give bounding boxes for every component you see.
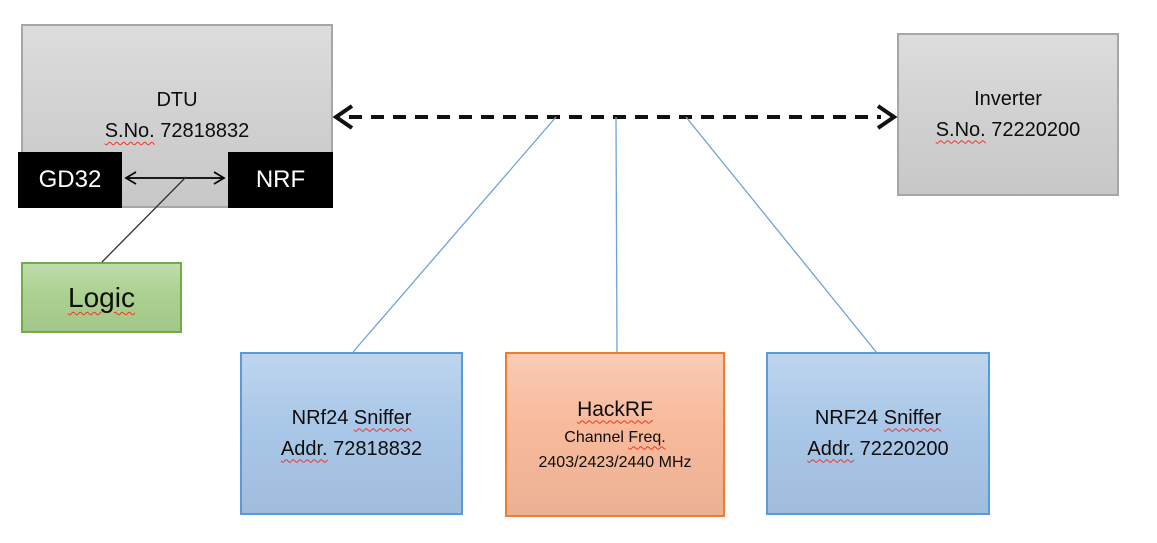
sniffer-left-name-prefix: NRf24 [291, 406, 349, 429]
sniffer-left-connector-line [352, 116, 557, 353]
inverter-serial-line: S.No. 72220200 [936, 115, 1081, 146]
arrowhead-right-icon [876, 104, 898, 130]
inverter-box[interactable]: Inverter S.No. 72220200 [897, 33, 1119, 196]
sniffer-right-name: NRF24 Sniffer [815, 403, 941, 434]
logic-label-text: Logic [68, 282, 135, 313]
gd32-label: GD32 [38, 166, 102, 193]
sniffer-left-addr-label: Addr. [280, 437, 328, 460]
hackrf-title-text: HackRF [577, 397, 653, 421]
inverter-serial-label: S.No. [935, 118, 986, 141]
sniffer-left-name: NRf24 Sniffer [292, 403, 412, 434]
arrowhead-left-icon [332, 104, 354, 130]
sniffer-left-addr: Addr. 72818832 [281, 434, 422, 465]
dtu-serial-number: 72818832 [160, 120, 250, 142]
rf-link-dashed-arrow [332, 104, 898, 130]
dtu-serial-line: S.No. 72818832 [105, 116, 250, 147]
hackrf-title: HackRF [577, 395, 653, 425]
inverter-title: Inverter [974, 87, 1042, 110]
sniffer-right-name-word: Sniffer [883, 406, 942, 429]
dtu-title: DTU [156, 89, 198, 111]
hackrf-frequencies: 2403/2423/2440 MHz [538, 453, 692, 471]
logic-label: Logic [68, 282, 135, 313]
sniffer-right-box[interactable]: NRF24 Sniffer Addr. 72220200 [766, 352, 990, 515]
hackrf-freq-word: Freq. [628, 428, 666, 446]
hackrf-freq-label: Channel Freq. [564, 425, 665, 450]
hackrf-box[interactable]: HackRF Channel Freq. 2403/2423/2440 MHz [505, 352, 725, 517]
sniffer-left-box[interactable]: NRf24 Sniffer Addr. 72818832 [240, 352, 463, 515]
nrf-label: NRF [255, 166, 306, 193]
gd32-box[interactable]: GD32 [18, 152, 122, 208]
nrf-box[interactable]: NRF [228, 152, 333, 208]
inverter-serial-number: 72220200 [991, 118, 1081, 141]
sniffer-left-addr-number: 72818832 [333, 437, 423, 460]
hackrf-freq-prefix: Channel [564, 428, 624, 446]
dtu-serial-label: S.No. [104, 120, 155, 142]
sniffer-right-name-prefix: NRF24 [814, 406, 879, 429]
sniffer-right-addr-number: 72220200 [859, 437, 949, 460]
sniffer-right-addr-label: Addr. [807, 437, 855, 460]
hackrf-connector-line [615, 116, 618, 353]
sniffer-left-name-word: Sniffer [353, 406, 412, 429]
dtu-box[interactable]: DTU S.No. 72818832 [21, 24, 333, 208]
logic-box[interactable]: Logic [21, 262, 182, 333]
sniffer-right-connector-line [685, 116, 878, 354]
sniffer-right-addr: Addr. 72220200 [807, 434, 948, 465]
